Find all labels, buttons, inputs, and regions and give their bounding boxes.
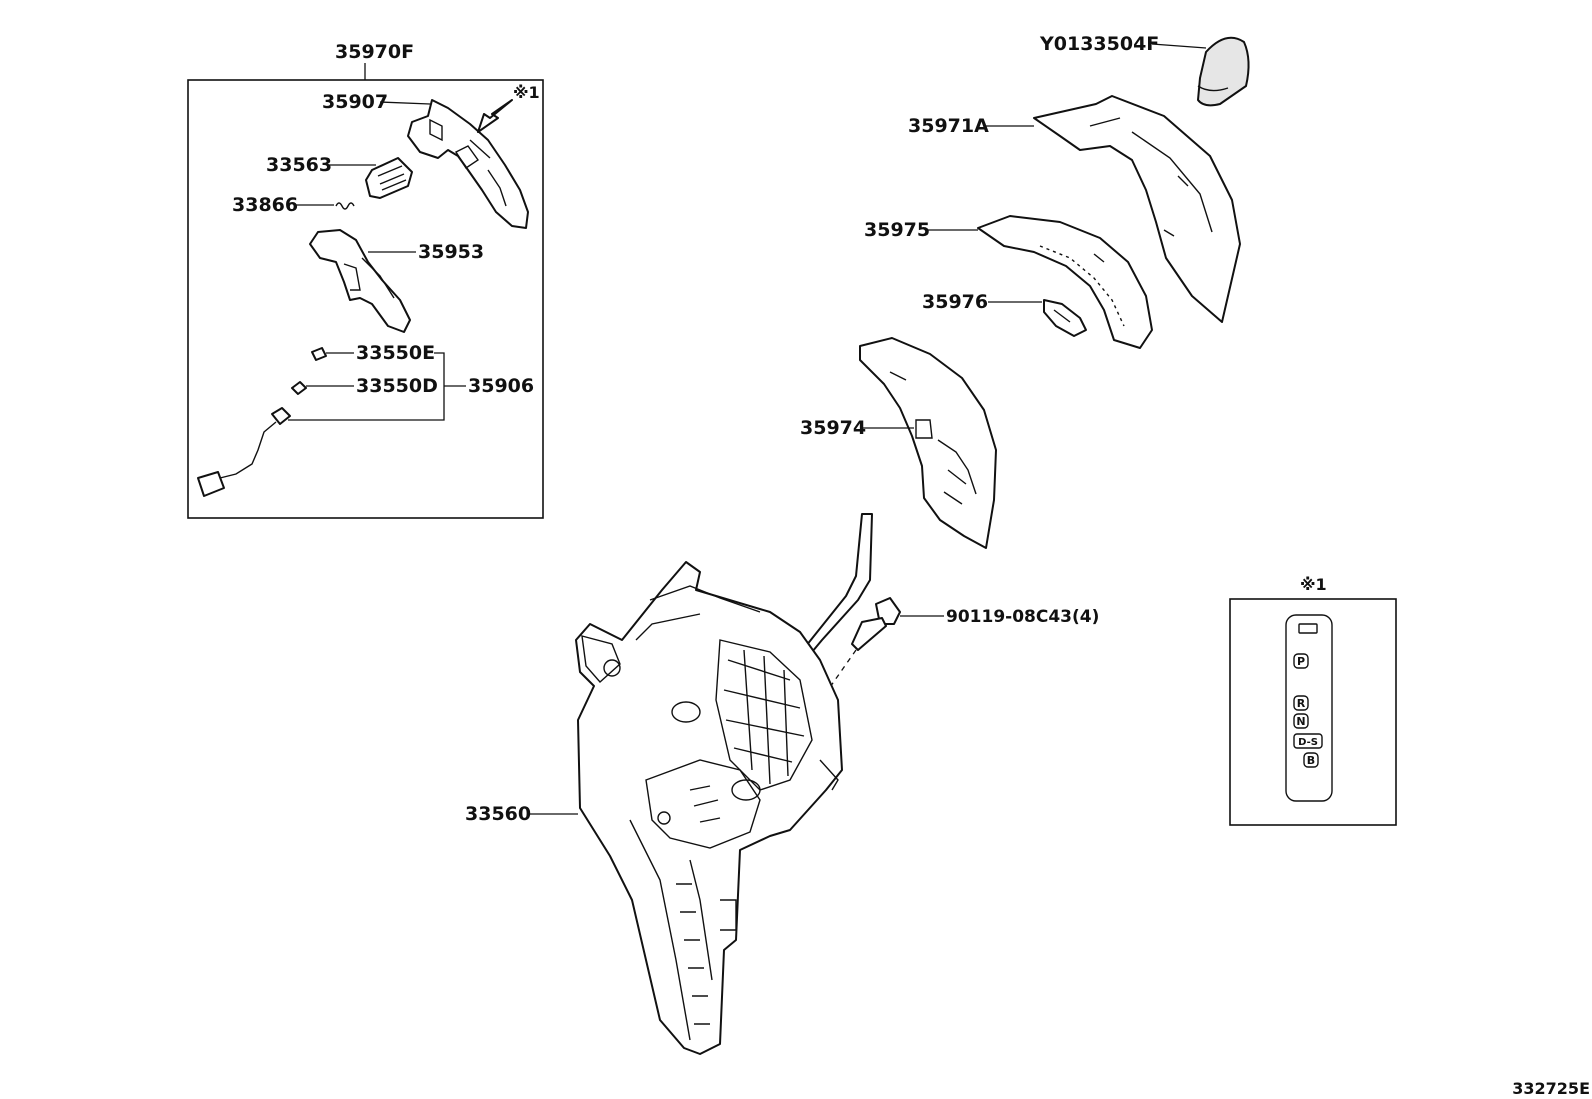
callout-35976: 35976 (922, 291, 988, 313)
callout-35971a: 35971A (908, 115, 989, 137)
detail-box (1229, 598, 1397, 826)
part-33560-shifter (575, 513, 873, 1055)
callout-35907: 35907 (322, 91, 388, 113)
callout-33550d: 33550D (356, 375, 438, 397)
callout-35974: 35974 (800, 417, 866, 439)
shift-position-r: R (1297, 697, 1306, 710)
callout-35953: 35953 (418, 241, 484, 263)
callout-bolt: 90119-08C43(4) (946, 607, 1099, 627)
indicator-window (1298, 623, 1318, 634)
callout-35975: 35975 (864, 219, 930, 241)
shift-position-b: B (1307, 754, 1315, 767)
part-knob (1197, 36, 1250, 107)
part-35971a-bezel (1033, 95, 1241, 323)
part-35953-bracket (309, 229, 411, 333)
part-35907-cover (407, 99, 529, 229)
detail-marker: ※1 (1300, 575, 1327, 594)
callout-33866: 33866 (232, 194, 298, 216)
part-33866-spring (335, 202, 355, 210)
callout-35970f: 35970F (335, 41, 414, 63)
callout-knob: Y0133504F (1039, 33, 1159, 55)
kit-35970f-group: 35970F 35907 ※1 33563 33866 (187, 41, 544, 519)
part-35976-plate (1043, 299, 1087, 337)
part-35974-cover (859, 337, 997, 549)
part-35975-plate (977, 215, 1153, 349)
shift-position-p: P (1297, 655, 1305, 668)
part-33550d-bulb (291, 381, 307, 395)
indicator-panel (1285, 614, 1333, 802)
part-bolt (827, 597, 901, 691)
part-33563-switch (365, 157, 413, 199)
part-33550e-bulb (311, 347, 327, 361)
callout-33560: 33560 (465, 803, 531, 825)
callout-33563: 33563 (266, 154, 332, 176)
callout-35906: 35906 (468, 375, 534, 397)
note-marker: ※1 (513, 83, 540, 102)
note-arrow-icon (477, 99, 513, 133)
detail-indicator-group: ※1 P R N D-S B (1229, 575, 1397, 826)
drawing-id: 332725E (1512, 1079, 1590, 1098)
shift-position-ds: D-S (1298, 737, 1318, 748)
callout-33550e: 33550E (356, 342, 435, 364)
shift-position-n: N (1296, 715, 1305, 728)
part-wire-harness (197, 407, 291, 497)
